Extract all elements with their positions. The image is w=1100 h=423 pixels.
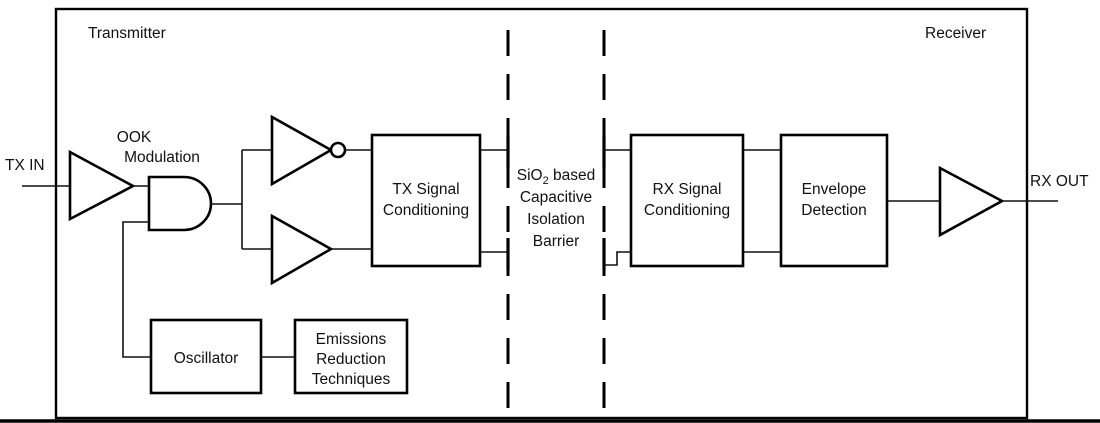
gate-inverter — [270, 114, 334, 187]
inverter-bubble-icon — [329, 141, 347, 159]
annotation-isolation-line2: Capacitive — [520, 189, 592, 206]
block-rx-signal-conditioning-line1: RX Signal — [653, 181, 722, 198]
annotation-isolation-line1-pre: SiO — [517, 167, 543, 184]
region-label-receiver: Receiver — [925, 25, 986, 42]
annotation-isolation-line1: SiO2 based — [517, 167, 596, 187]
block-tx-signal-conditioning — [370, 133, 482, 268]
annotation-ook-line1: OOK — [117, 129, 152, 146]
annotation-isolation-line1-post: based — [549, 167, 596, 184]
annotation-ook-line2: Modulation — [124, 149, 200, 166]
block-emissions-reduction-line1: Emissions — [316, 331, 387, 348]
block-envelope-detection — [779, 133, 889, 268]
region-label-transmitter: Transmitter — [88, 25, 166, 42]
gate-buffer — [270, 213, 334, 286]
gate-output-buffer — [938, 165, 1005, 238]
wire-cap-to-rx-cond-bottom — [604, 251, 631, 266]
block-tx-signal-conditioning-line1: TX Signal — [392, 181, 459, 198]
block-oscillator — [149, 318, 263, 395]
block-envelope-detection-line2: Detection — [801, 202, 866, 219]
block-emissions-reduction — [293, 318, 409, 395]
port-label-rx-out: RX OUT — [1030, 173, 1089, 190]
gate-and — [147, 175, 213, 232]
annotation-isolation-line1-sub: 2 — [543, 175, 549, 187]
annotation-isolation-line4: Barrier — [533, 233, 580, 250]
block-rx-signal-conditioning — [629, 133, 745, 268]
block-emissions-reduction-line2: Reduction — [316, 351, 386, 368]
port-label-tx-in: TX IN — [5, 157, 45, 174]
block-rx-signal-conditioning-line2: Conditioning — [644, 202, 730, 219]
wire-oscillator-feedback-to-and — [122, 221, 151, 358]
chip-outline — [54, 7, 1029, 420]
annotation-isolation-line3: Isolation — [527, 211, 585, 228]
block-emissions-reduction-line3: Techniques — [312, 371, 391, 388]
block-tx-signal-conditioning-line2: Conditioning — [383, 202, 469, 219]
block-oscillator-line1: Oscillator — [174, 350, 239, 367]
gate-input-buffer — [68, 149, 136, 222]
block-envelope-detection-line1: Envelope — [802, 181, 867, 198]
